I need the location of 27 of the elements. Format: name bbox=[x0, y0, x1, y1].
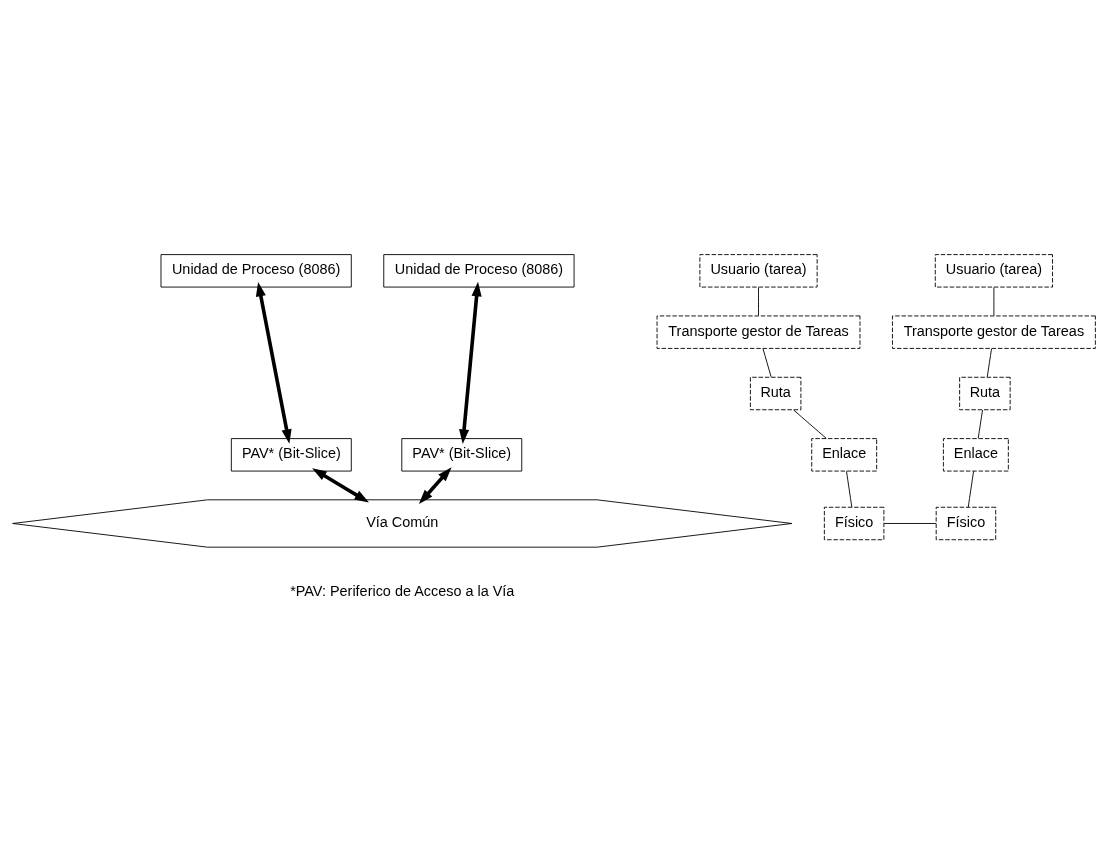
connector bbox=[967, 470, 975, 508]
node-box: Transporte gestor de Tareas bbox=[892, 315, 1096, 349]
node-box: Ruta bbox=[749, 376, 802, 411]
node-box: PAV* (Bit-Slice) bbox=[230, 438, 352, 472]
node-box: Físico bbox=[823, 506, 885, 541]
connector bbox=[793, 409, 827, 439]
connector bbox=[883, 523, 937, 524]
arrow bbox=[459, 281, 482, 444]
node-box: Unidad de Proceso (8086) bbox=[383, 254, 575, 288]
connector bbox=[762, 348, 772, 378]
arrow bbox=[255, 281, 292, 444]
node-box: Enlace bbox=[942, 438, 1009, 472]
connector bbox=[758, 286, 759, 316]
node-box: PAV* (Bit-Slice) bbox=[401, 438, 523, 472]
node-box: Ruta bbox=[959, 376, 1011, 411]
node-box: Usuario (tarea) bbox=[699, 254, 818, 288]
node-box: Enlace bbox=[811, 438, 878, 472]
arrow bbox=[312, 468, 369, 503]
connector bbox=[986, 348, 992, 378]
node-box: Usuario (tarea) bbox=[934, 254, 1053, 288]
label: *PAV: Periferico de Acceso a la Vía bbox=[290, 582, 515, 599]
node-box: Físico bbox=[935, 506, 997, 541]
connector bbox=[846, 470, 853, 508]
node-box: Unidad de Proceso (8086) bbox=[160, 254, 352, 288]
node-box: Transporte gestor de Tareas bbox=[656, 315, 861, 349]
connector bbox=[977, 409, 983, 439]
arrow bbox=[418, 467, 452, 504]
